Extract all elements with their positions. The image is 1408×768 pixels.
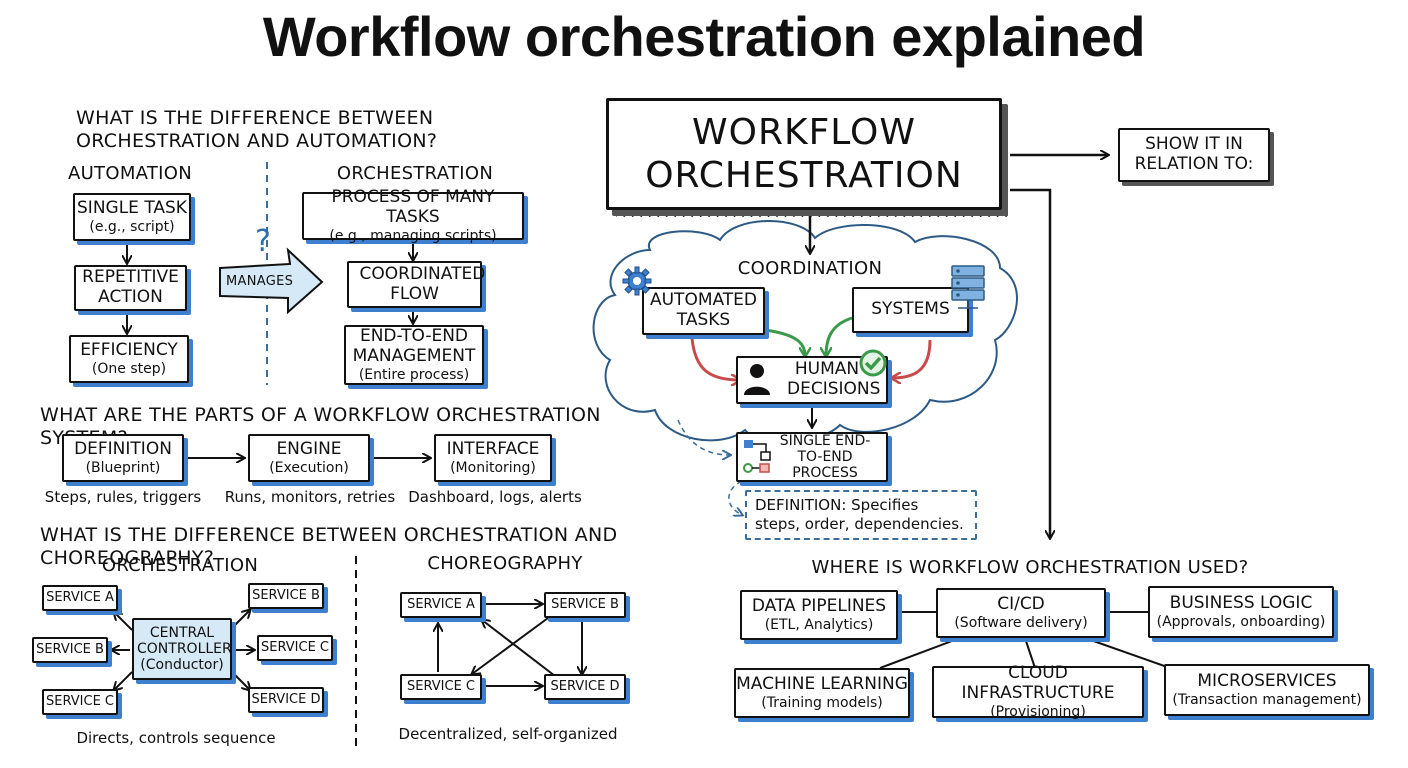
many-tasks-label: PROCESS OF MANY TASKS [331,187,495,227]
chor-service-c: SERVICE C [400,674,482,700]
machine-learning-label: MACHINE LEARNING [736,674,908,695]
cicd-sub: (Software delivery) [954,614,1088,631]
orchestration-heading-q1: ORCHESTRATION [336,163,494,184]
process-flow-icon [743,440,771,473]
central-controller-box: CENTRAL CONTROLLER (Conductor) [132,618,232,680]
efficiency-box: EFFICIENCY (One step) [69,335,189,383]
cicd-label: CI/CD [997,594,1045,615]
end-to-end-box: END-TO-END MANAGEMENT (Entire process) [344,325,484,385]
repetitive-action-box: REPETITIVE ACTION [74,265,187,311]
interface-part-box: INTERFACE (Monitoring) [434,434,552,482]
gear-icon [622,266,652,296]
central-controller-label: CENTRAL CONTROLLER [137,624,232,657]
data-pipelines-label: DATA PIPELINES [751,596,887,617]
cloud-infrastructure-label: CLOUD INFRASTRUCTURE [961,663,1115,703]
server-icon [951,265,985,309]
business-logic-sub: (Approvals, onboarding) [1156,613,1326,630]
q1-question: WHAT IS THE DIFFERENCE BETWEEN ORCHESTRA… [76,107,438,152]
coordination-label: COORDINATION [737,258,883,279]
central-controller-sub: (Conductor) [140,657,224,674]
definition-part-label: DEFINITION [74,439,172,460]
manages-label: MANAGES [226,274,294,289]
coordination-cloud [592,220,1018,443]
question-mark-icon: ? [255,224,271,259]
single-task-sub: (e.g., script) [89,218,175,235]
cloud-infrastructure-sub: (Provisioning) [990,703,1086,720]
engine-part-sub: (Execution) [269,459,349,476]
data-pipelines-box: DATA PIPELINES (ETL, Analytics) [740,590,898,640]
systems-label: SYSTEMS [871,299,950,320]
automated-tasks-label: AUTOMATED TASKS [649,290,758,330]
workflow-orchestration-box: WORKFLOW ORCHESTRATION [606,98,1002,210]
choreography-heading: CHOREOGRAPHY [427,553,583,574]
coordinated-flow-box: COORDINATED FLOW [347,261,486,308]
engine-part-label: ENGINE [276,439,342,460]
q3-question: WHAT IS THE DIFFERENCE BETWEEN ORCHESTRA… [40,524,618,569]
orch-service-b-left: SERVICE B [32,637,108,663]
interface-part-caption: Dashboard, logs, alerts [408,488,582,506]
automated-tasks-box: AUTOMATED TASKS [642,287,765,335]
show-relation-label: SHOW IT IN RELATION TO: [1134,134,1254,174]
cloud-infrastructure-box: CLOUD INFRASTRUCTURE (Provisioning) [932,663,1144,720]
orch-service-c-bottom: SERVICE C [42,689,118,715]
microservices-box: MICROSERVICES (Transaction management) [1164,664,1370,716]
page-title: Workflow orchestration explained [262,5,1146,68]
microservices-label: MICROSERVICES [1197,671,1337,692]
checkmark-icon [859,349,887,377]
automation-heading: AUTOMATION [67,163,193,184]
chor-service-d: SERVICE D [544,674,626,700]
definition-part-box: DEFINITION (Blueprint) [62,434,184,482]
orchestration-caption: Directs, controls sequence [76,729,276,747]
orch-service-c-right: SERVICE C [257,635,333,661]
many-tasks-box: PROCESS OF MANY TASKS (e.g., managing sc… [302,188,524,244]
efficiency-label: EFFICIENCY [80,340,178,361]
definition-part-sub: (Blueprint) [85,459,161,476]
engine-part-caption: Runs, monitors, retries [224,488,396,506]
person-icon [744,364,770,395]
coordinated-flow-label: COORDINATED FLOW [359,263,486,304]
orch-service-b-top: SERVICE B [248,583,324,609]
repetitive-action-label: REPETITIVE ACTION [82,267,179,307]
systems-box: SYSTEMS [852,287,969,333]
uses-question: WHERE IS WORKFLOW ORCHESTRATION USED? [811,557,1249,578]
interface-part-sub: (Monitoring) [450,459,536,476]
orch-service-a: SERVICE A [42,585,118,611]
chor-service-a: SERVICE A [400,592,482,618]
data-pipelines-sub: (ETL, Analytics) [764,616,874,633]
cicd-box: CI/CD (Software delivery) [936,588,1106,638]
workflow-orchestration-label: WORKFLOW ORCHESTRATION [645,111,963,196]
end-to-end-label: END-TO-END MANAGEMENT [352,326,476,366]
end-to-end-sub: (Entire process) [358,366,470,383]
many-tasks-sub: (e.g., managing scripts) [329,227,497,244]
choreography-caption: Decentralized, self-organized [398,725,618,743]
interface-part-label: INTERFACE [446,439,540,460]
definition-note-box: DEFINITION: Specifies steps, order, depe… [745,490,977,540]
machine-learning-box: MACHINE LEARNING (Training models) [734,668,910,718]
microservices-sub: (Transaction management) [1172,691,1362,708]
chor-service-b: SERVICE B [544,592,626,618]
show-relation-box: SHOW IT IN RELATION TO: [1118,128,1270,182]
business-logic-label: BUSINESS LOGIC [1169,593,1313,614]
orchestration-heading-q3: ORCHESTRATION [101,555,259,576]
single-process-label: SINGLE END-TO-END PROCESS [779,432,871,482]
single-task-box: SINGLE TASK (e.g., script) [73,193,191,241]
single-task-label: SINGLE TASK [77,198,187,219]
machine-learning-sub: (Training models) [761,694,883,711]
human-decisions-label: HUMAN DECISIONS [787,359,881,399]
orch-service-d: SERVICE D [248,687,324,713]
definition-part-caption: Steps, rules, triggers [44,488,202,506]
definition-note-text: DEFINITION: Specifies steps, order, depe… [755,496,964,533]
engine-part-box: ENGINE (Execution) [248,434,370,482]
business-logic-box: BUSINESS LOGIC (Approvals, onboarding) [1148,586,1334,638]
efficiency-sub: (One step) [91,360,167,377]
